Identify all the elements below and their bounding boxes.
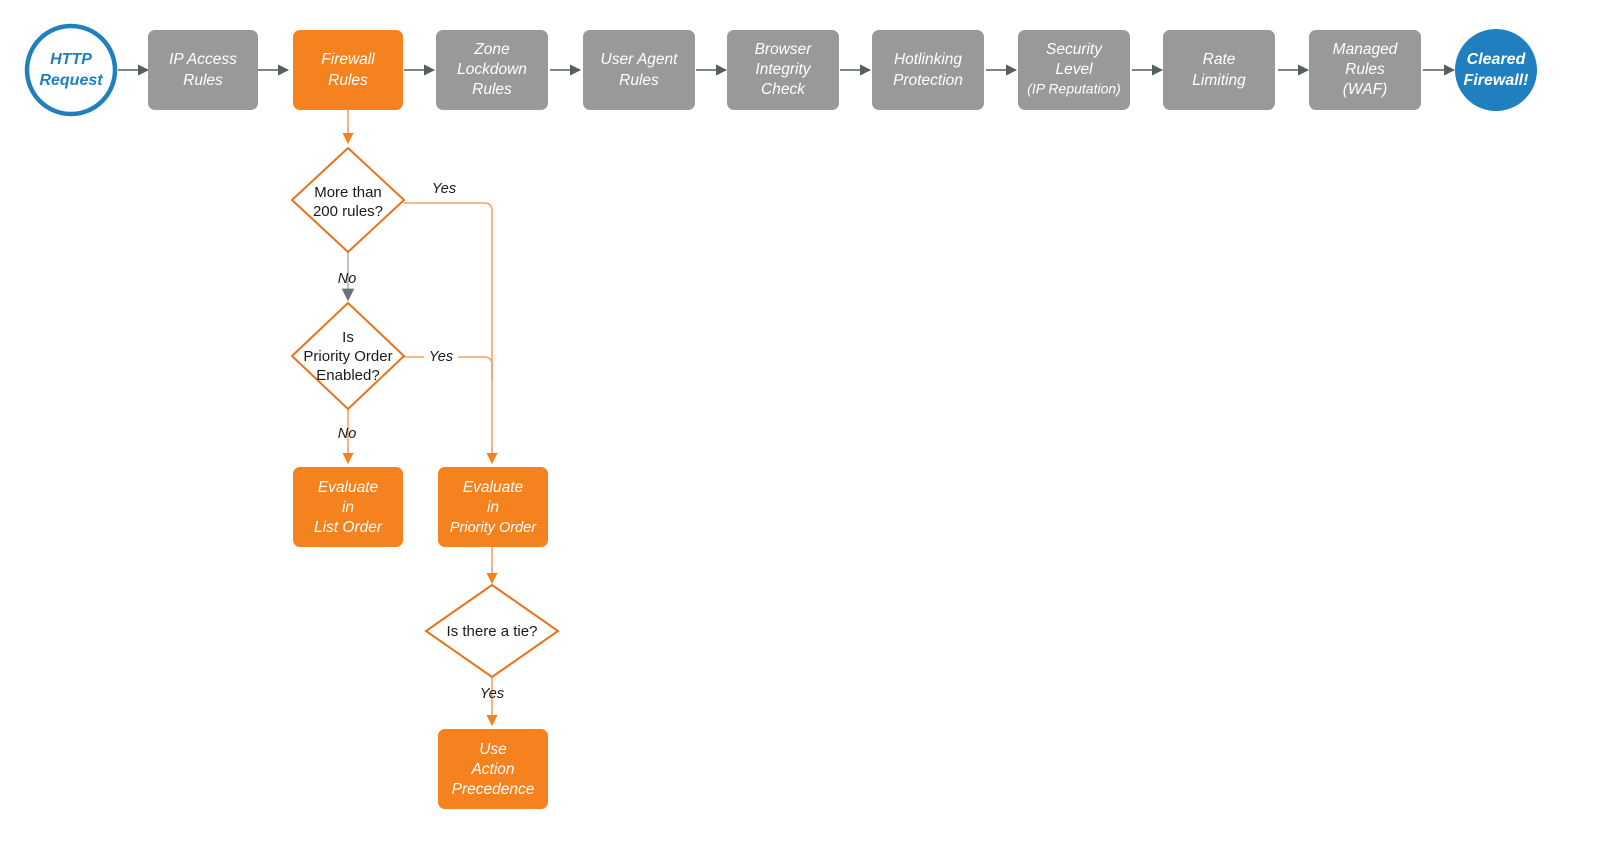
evaluate-list-order-label-3: List Order [314, 519, 383, 536]
use-action-precedence-label-3: Precedence [452, 781, 535, 798]
rate-limiting-box [1163, 30, 1275, 110]
user-agent-rules-label-2: Rules [619, 72, 659, 89]
use-action-precedence-label-2: Action [470, 761, 514, 778]
node-user-agent-rules[interactable]: User Agent Rules [583, 30, 695, 110]
node-hotlinking-protection[interactable]: Hotlinking Protection [872, 30, 984, 110]
node-rate-limiting[interactable]: Rate Limiting [1163, 30, 1275, 110]
use-action-precedence-label-1: Use [479, 741, 507, 758]
rate-limiting-label-1: Rate [1203, 51, 1236, 68]
user-agent-rules-box [583, 30, 695, 110]
label-decision1-yes: Yes [432, 181, 456, 197]
evaluate-list-order-label-2: in [342, 499, 354, 516]
more-than-200-rules-label-1: More than [314, 184, 382, 201]
zone-lockdown-rules-label-2: Lockdown [457, 61, 527, 78]
zone-lockdown-rules-box [436, 30, 548, 110]
browser-integrity-check-box [727, 30, 839, 110]
node-is-there-a-tie[interactable]: Is there a tie? [424, 583, 560, 679]
is-priority-order-enabled-label-1: Is [342, 329, 354, 346]
browser-integrity-check-label-3: Check [761, 81, 806, 98]
label-decision2-no: No [338, 426, 357, 442]
node-ip-access-rules[interactable]: IP Access Rules [148, 30, 258, 110]
label-decision2-yes: Yes [429, 349, 453, 365]
managed-rules-waf-label-1: Managed [1333, 41, 1399, 58]
label-decision3-yes: Yes [480, 686, 504, 702]
is-priority-order-enabled-label-3: Enabled? [316, 367, 379, 384]
browser-integrity-check-label-1: Browser [755, 41, 813, 58]
rate-limiting-label-2: Limiting [1192, 72, 1246, 89]
more-than-200-rules-diamond [290, 146, 406, 254]
evaluate-priority-order-label-2: in [487, 499, 499, 516]
firewall-rules-box [293, 30, 403, 110]
security-level-box [1018, 30, 1130, 110]
zone-lockdown-rules-label-1: Zone [473, 41, 510, 58]
evaluate-priority-order-label-3: Priority Order [450, 520, 537, 536]
node-use-action-precedence[interactable]: Use Action Precedence [438, 729, 548, 809]
is-priority-order-enabled-diamond [290, 301, 406, 411]
zone-lockdown-rules-label-3: Rules [472, 81, 512, 98]
node-evaluate-priority-order[interactable]: Evaluate in Priority Order [438, 467, 548, 547]
security-level-label-1: Security [1046, 41, 1103, 58]
managed-rules-waf-box [1309, 30, 1421, 110]
evaluate-priority-order-box [438, 467, 548, 547]
user-agent-rules-label-1: User Agent [601, 51, 679, 68]
firewall-rules-label-2: Rules [328, 72, 368, 89]
http-request-circle [24, 23, 118, 117]
http-request-label-1: HTTP [50, 51, 92, 68]
use-action-precedence-box [438, 729, 548, 809]
more-than-200-rules-label-2: 200 rules? [313, 203, 383, 220]
node-managed-rules-waf[interactable]: Managed Rules (WAF) [1309, 30, 1421, 110]
evaluate-list-order-label-1: Evaluate [318, 479, 379, 496]
node-is-priority-order-enabled[interactable]: Is Priority Order Enabled? [290, 301, 406, 411]
cleared-firewall-label-2: Firewall! [1464, 72, 1530, 89]
evaluate-priority-order-label-1: Evaluate [463, 479, 524, 496]
hotlinking-protection-label-1: Hotlinking [894, 51, 962, 68]
security-level-label-2: Level [1055, 61, 1093, 78]
node-evaluate-list-order[interactable]: Evaluate in List Order [293, 467, 403, 547]
label-decision1-no: No [338, 271, 357, 287]
cleared-firewall-circle [1455, 29, 1537, 111]
is-there-a-tie-diamond [424, 583, 560, 679]
node-http-request[interactable]: HTTP Request [24, 23, 118, 117]
firewall-rules-label-1: Firewall [321, 51, 375, 68]
node-zone-lockdown-rules[interactable]: Zone Lockdown Rules [436, 30, 548, 110]
connector-decision1-yes [404, 202, 498, 465]
browser-integrity-check-label-2: Integrity [755, 61, 811, 78]
cleared-firewall-label-1: Cleared [1467, 51, 1527, 68]
hotlinking-protection-box [872, 30, 984, 110]
evaluate-list-order-box [293, 467, 403, 547]
node-more-than-200-rules[interactable]: More than 200 rules? [290, 146, 406, 254]
node-firewall-rules[interactable]: Firewall Rules [293, 30, 403, 110]
ip-access-rules-box [148, 30, 258, 110]
node-cleared-firewall[interactable]: Cleared Firewall! [1455, 29, 1537, 111]
managed-rules-waf-label-2: Rules [1345, 61, 1385, 78]
is-priority-order-enabled-label-2: Priority Order [303, 348, 392, 365]
node-security-level[interactable]: Security Level (IP Reputation) [1018, 30, 1130, 110]
http-request-label-2: Request [39, 72, 103, 89]
managed-rules-waf-label-3: (WAF) [1343, 81, 1387, 98]
is-there-a-tie-label-1: Is there a tie? [447, 623, 538, 640]
ip-access-rules-label-1: IP Access [169, 51, 237, 68]
ip-access-rules-label-2: Rules [183, 72, 223, 89]
security-level-label-3: (IP Reputation) [1027, 81, 1121, 97]
connector-decision2-yes [404, 356, 493, 380]
hotlinking-protection-label-2: Protection [893, 72, 963, 89]
node-browser-integrity-check[interactable]: Browser Integrity Check [727, 30, 839, 110]
branch-connectors [341, 110, 498, 727]
